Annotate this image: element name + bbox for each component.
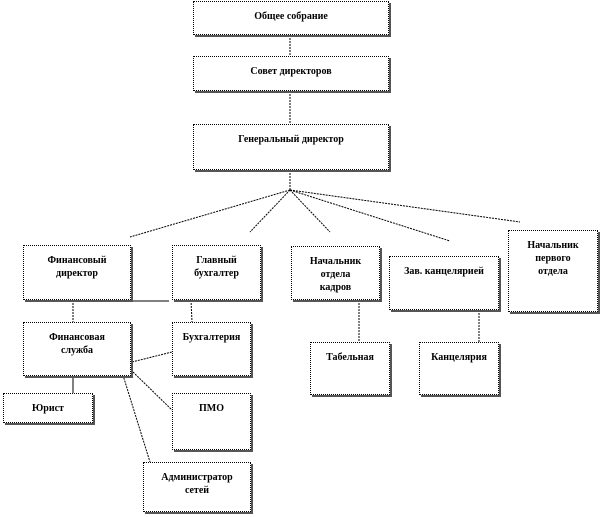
node-general-meeting: Общее собрание [193,1,389,35]
line-hub-firstdept [289,189,521,223]
node-lawyer: Юрист [3,393,93,423]
node-office-head: Зав. канцелярией [389,256,499,310]
line-chiefacc-accounting [190,299,193,323]
node-label: Начальник первого отдела [527,240,579,277]
node-label: Главный бухгалтер [194,255,239,279]
line-hub-hr [289,189,331,233]
node-label: Финансовая служба [49,332,105,356]
node-label: Администратор сетей [161,472,233,496]
node-board: Совет директоров [193,56,389,91]
line-finservice-accounting [131,351,173,363]
node-fin-service: Финансовая служба [23,322,131,376]
node-net-admin: Администратор сетей [143,462,251,512]
node-first-dept-head: Начальник первого отдела [508,230,598,312]
node-label: Начальник отдела кадров [309,256,362,293]
line-finservice-netadmin [121,371,151,463]
node-label: Табельная [326,352,374,363]
node-pmo: ПМО [172,393,251,450]
node-label: Общее собрание [254,11,328,22]
node-label: Юрист [32,403,64,414]
line-hub-findir [129,189,291,238]
node-label: Зав. канцелярией [404,266,484,277]
node-fin-director: Финансовый директор [23,245,131,300]
node-ceo: Генеральный директор [193,124,389,170]
node-label: Бухгалтерия [182,332,241,343]
node-hr-head: Начальник отдела кадров [291,246,380,300]
node-label: ПМО [199,403,224,414]
node-label: Финансовый директор [47,255,107,279]
line-hub-chiefacc [249,189,291,233]
node-chief-accountant: Главный бухгалтер [172,245,261,300]
node-label: Генеральный директор [238,134,344,145]
node-office: Канцелярия [419,342,499,395]
line-finservice-pmo [132,371,173,411]
node-label: Совет директоров [250,66,332,77]
node-timekeeping: Табельная [310,342,390,395]
node-label: Канцелярия [431,352,487,363]
line-hub-office [289,189,451,242]
node-accounting: Бухгалтерия [172,322,251,376]
